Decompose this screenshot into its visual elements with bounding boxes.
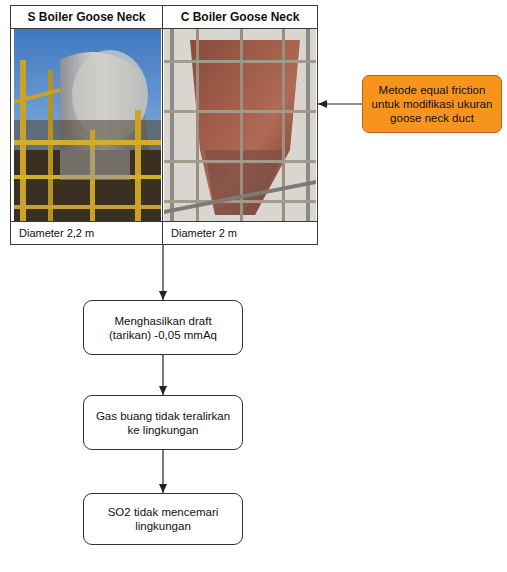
table-column: S Boiler Goose NeckDiameter 2,2 m xyxy=(10,5,163,245)
process-box: Menghasilkan draft (tarikan) -0,05 mmAq xyxy=(83,300,243,355)
process-box: Gas buang tidak teralirkan ke lingkungan xyxy=(83,395,243,450)
flow-arrow xyxy=(162,450,163,493)
box-text: Gas buang tidak teralirkan ke lingkungan xyxy=(92,409,234,437)
flow-arrow xyxy=(162,245,163,300)
dimension-caption: Diameter 2,2 m xyxy=(11,221,162,244)
s-boiler-photo xyxy=(14,29,161,223)
process-box: SO2 tidak mencemari lingkungan xyxy=(83,493,243,545)
box-text: Menghasilkan draft (tarikan) -0,05 mmAq xyxy=(92,314,234,342)
method-box: Metode equal friction untuk modifikasi u… xyxy=(362,75,502,133)
flow-arrow xyxy=(318,103,362,104)
c-boiler-photo xyxy=(164,29,316,223)
column-header: S Boiler Goose Neck xyxy=(11,6,162,29)
dimension-caption: Diameter 2 m xyxy=(163,221,317,244)
box-text: Metode equal friction untuk modifikasi u… xyxy=(369,83,495,125)
box-text: SO2 tidak mencemari lingkungan xyxy=(92,505,234,533)
table-column: C Boiler Goose NeckDiameter 2 m xyxy=(162,5,318,245)
column-header: C Boiler Goose Neck xyxy=(163,6,317,29)
flow-arrow xyxy=(162,355,163,395)
